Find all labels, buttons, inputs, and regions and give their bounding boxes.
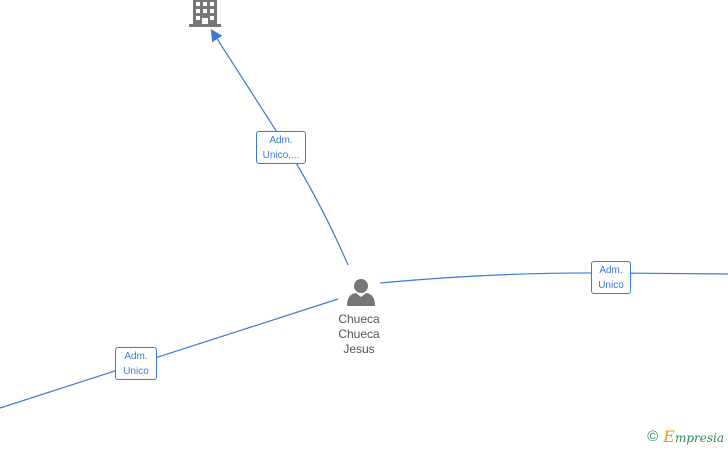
- person-name-line: Jesus: [343, 342, 375, 356]
- relation-role: Adm.: [269, 134, 293, 146]
- relation-label-top[interactable]: Adm. Unico,...: [256, 131, 306, 164]
- brand-name: mpresia: [674, 431, 724, 445]
- person-icon[interactable]: [347, 279, 375, 306]
- copyright-icon: ©: [647, 428, 659, 445]
- empresia-watermark: © Empresia: [647, 427, 724, 446]
- relation-role: Adm.: [599, 264, 623, 276]
- brand-initial: E: [663, 427, 675, 446]
- person-name-line: Chueca: [338, 312, 380, 326]
- relation-role-detail: Unico: [598, 279, 624, 291]
- edge-person-to-left: [0, 298, 339, 409]
- building-icon[interactable]: [189, 0, 221, 27]
- relation-role-detail: Unico: [123, 365, 149, 377]
- relation-label-left[interactable]: Adm. Unico: [115, 347, 157, 380]
- brand-logo: Empresia: [663, 427, 724, 446]
- relation-role: Adm.: [124, 350, 148, 362]
- relation-role-detail: Unico,...: [262, 149, 300, 161]
- person-name[interactable]: Chueca Chueca Jesus: [324, 312, 394, 357]
- relation-label-right[interactable]: Adm. Unico: [591, 261, 631, 294]
- edge-person-to-right: [379, 272, 728, 284]
- person-name-line: Chueca: [338, 327, 380, 341]
